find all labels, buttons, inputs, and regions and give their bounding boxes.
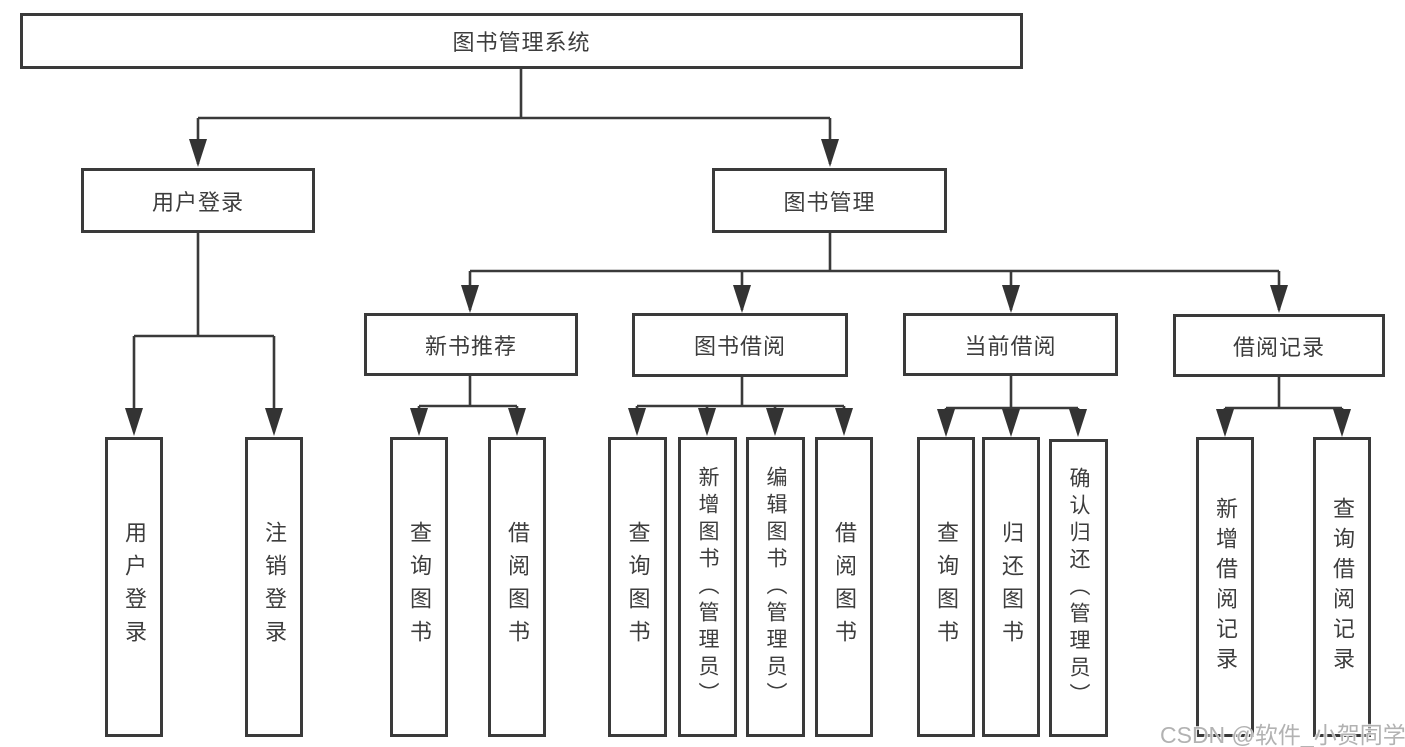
- node-leaf-query-books-2: 查询图书: [608, 437, 667, 737]
- arrowhead-icon: [265, 408, 283, 436]
- arrowhead-icon: [1002, 285, 1020, 313]
- node-leaf-logout: 注销登录: [245, 437, 303, 737]
- arrowhead-icon: [1002, 409, 1020, 437]
- node-leaf-query-books-3: 查询图书: [917, 437, 975, 737]
- arrowhead-icon: [733, 285, 751, 313]
- node-leaf-add-borrow-record-label: 新增借阅记录: [1213, 497, 1238, 677]
- connector-borrow-records-to-leaves: [1223, 377, 1344, 433]
- node-leaf-add-books-admin: 新增图书（管理员）: [678, 437, 737, 737]
- connector-book-borrow-to-leaves: [635, 377, 846, 432]
- connector-new-book-recommend-to-leaves: [417, 376, 519, 432]
- node-borrow-records-label: 借阅记录: [1232, 334, 1325, 360]
- node-leaf-query-books-1-label: 查询图书: [407, 521, 432, 653]
- arrowhead-icon: [508, 408, 526, 436]
- arrowhead-icon: [125, 408, 143, 436]
- node-book-borrow-label: 图书借阅: [693, 334, 786, 359]
- node-root-system: 图书管理系统: [20, 13, 1023, 69]
- node-borrow-records: 借阅记录: [1173, 314, 1385, 377]
- node-root-system-label: 图书管理系统: [452, 30, 591, 55]
- node-leaf-user-login-label: 用户登录: [122, 521, 147, 653]
- arrowhead-icon: [1216, 409, 1234, 437]
- node-leaf-user-login: 用户登录: [105, 437, 163, 737]
- connector-current-borrow-to-leaves: [944, 376, 1080, 433]
- node-user-login-branch-label: 用户登录: [151, 189, 244, 215]
- node-leaf-confirm-return-admin-label: 确认归还（管理员）: [1067, 466, 1090, 710]
- arrowhead-icon: [698, 408, 716, 436]
- node-leaf-logout-label: 注销登录: [262, 521, 287, 653]
- node-leaf-edit-books-admin-label: 编辑图书（管理员）: [764, 465, 787, 709]
- arrowhead-icon: [766, 408, 784, 436]
- node-leaf-query-books-2-label: 查询图书: [625, 521, 651, 653]
- arrowhead-icon: [1333, 409, 1351, 437]
- node-leaf-return-books: 归还图书: [982, 437, 1040, 737]
- connector-root-to-level2: [196, 69, 832, 164]
- node-current-borrow-label: 当前借阅: [964, 333, 1057, 359]
- arrowhead-icon: [461, 285, 479, 313]
- node-leaf-query-borrow-record-label: 查询借阅记录: [1330, 497, 1355, 677]
- node-leaf-query-books-3-label: 查询图书: [934, 521, 959, 653]
- node-leaf-borrow-books-1-label: 借阅图书: [505, 521, 530, 653]
- arrowhead-icon: [410, 408, 428, 436]
- node-leaf-add-borrow-record: 新增借阅记录: [1196, 437, 1254, 737]
- node-current-borrow: 当前借阅: [903, 313, 1118, 376]
- node-leaf-borrow-books-2-label: 借阅图书: [832, 521, 857, 653]
- node-leaf-borrow-books-1: 借阅图书: [488, 437, 546, 737]
- node-book-management-branch: 图书管理: [712, 168, 947, 233]
- node-leaf-edit-books-admin: 编辑图书（管理员）: [746, 437, 805, 737]
- connector-book-management-to-level3: [468, 233, 1281, 310]
- arrowhead-icon: [189, 139, 207, 167]
- node-leaf-add-books-admin-label: 新增图书（管理员）: [696, 465, 719, 709]
- node-leaf-confirm-return-admin: 确认归还（管理员）: [1049, 439, 1108, 737]
- connector-user-login-to-leaves: [132, 233, 276, 432]
- arrowhead-icon: [937, 409, 955, 437]
- node-leaf-query-borrow-record: 查询借阅记录: [1313, 437, 1371, 737]
- node-book-borrow: 图书借阅: [632, 313, 848, 377]
- node-new-book-recommend-label: 新书推荐: [424, 333, 517, 359]
- arrowhead-icon: [1270, 285, 1288, 313]
- node-leaf-return-books-label: 归还图书: [999, 521, 1024, 653]
- arrowhead-icon: [835, 408, 853, 436]
- node-book-management-branch-label: 图书管理: [783, 189, 876, 215]
- node-leaf-query-books-1: 查询图书: [390, 437, 448, 737]
- arrowhead-icon: [821, 139, 839, 167]
- node-new-book-recommend: 新书推荐: [364, 313, 578, 376]
- node-user-login-branch: 用户登录: [81, 168, 315, 233]
- node-leaf-borrow-books-2: 借阅图书: [815, 437, 873, 737]
- arrowhead-icon: [628, 408, 646, 436]
- csdn-watermark: CSDN @软件_小贺同学: [1160, 722, 1405, 747]
- arrowhead-icon: [1069, 409, 1087, 437]
